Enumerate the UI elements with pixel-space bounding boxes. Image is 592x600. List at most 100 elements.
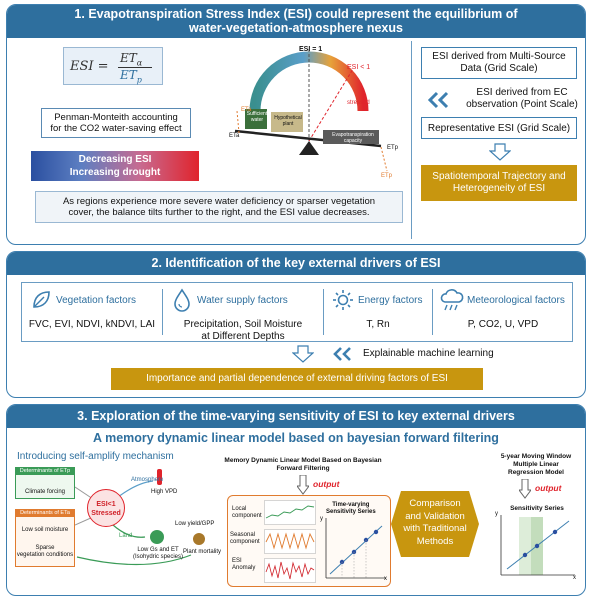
factor-values: FVC, EVI, NDVI, kNDVI, LAI <box>28 319 156 330</box>
label-evap-capacity: Evapotranspiration capacity <box>332 132 374 144</box>
cloud-rain-icon <box>440 289 464 311</box>
drought-gradient-bar: Decreasing ESI Increasing drought <box>31 151 199 181</box>
mdlm-subtitle: A memory dynamic linear model based on b… <box>93 431 499 445</box>
factor-divider <box>323 289 324 335</box>
factors-row: Vegetation factors FVC, EVI, NDVI, kNDVI… <box>21 282 573 342</box>
panel-key-drivers: 2. Identification of the key external dr… <box>6 251 586 398</box>
label-hypothetical-plant: Hypothetical plant <box>274 115 302 127</box>
explainable-ml-label: Explainable machine learning <box>363 348 494 359</box>
factor-name: Energy factors <box>358 295 423 306</box>
climate-forcing-label: Climate forcing <box>24 489 65 495</box>
low-yield-label: Low yield/GPP <box>175 521 215 527</box>
etp-arrow <box>380 146 388 172</box>
comparison-label: Comparison and Validation with Tradition… <box>403 498 467 547</box>
label-esi-eq1: ESI = 1 <box>299 46 323 53</box>
factor-name: Meteorological factors <box>467 295 565 306</box>
hypothetical-plant-block <box>271 112 303 132</box>
plant-mortality-label: Plant mortality <box>183 549 222 555</box>
feedback-arrow <box>76 554 192 566</box>
esi-balance-gauge <box>234 49 388 172</box>
mlr-sensitivity-plot <box>500 515 575 576</box>
atmosphere-label: Atmosphere <box>131 477 164 483</box>
ec-esi-label: ESI derived from EC observation (Point S… <box>466 87 578 110</box>
down-arrow-icon <box>489 143 511 161</box>
factor-values: P, CO2, U, VPD <box>467 319 539 330</box>
sun-icon <box>333 290 353 310</box>
panel-time-varying-sensitivity: 3. Exploration of the time-varying sensi… <box>6 404 586 596</box>
label-esi-lt1: ESI < 1 <box>347 64 371 71</box>
vpd-thermometer <box>157 469 162 485</box>
tv-fit-line <box>329 525 383 575</box>
evap-capacity-block <box>323 130 379 144</box>
comparison-arrow-shape <box>391 491 479 557</box>
formula-denominator: ETp <box>120 68 142 85</box>
tv-sensitivity-plot <box>325 518 386 579</box>
local-series <box>265 505 315 519</box>
penman-monteith-box: Penman-Monteith accounting for the CO2 w… <box>41 108 191 138</box>
land-arrow <box>112 524 146 538</box>
factor-divider <box>162 289 163 335</box>
down-arrow-icon <box>297 475 309 495</box>
importance-box: Importance and partial dependence of ext… <box>111 368 483 390</box>
mdlm-title: Memory Dynamic Linear Model Based on Bay… <box>224 457 382 472</box>
seasonal-series <box>265 532 315 550</box>
factor-name: Vegetation factors <box>56 295 137 306</box>
factor-values: Precipitation, Soil Moisture at Differen… <box>183 319 303 342</box>
low-soil-label: Low soil moisture <box>21 527 69 533</box>
sufficient-water-block <box>245 109 267 129</box>
section1-title: 1. Evapotranspiration Stress Index (ESI)… <box>7 5 585 38</box>
water-drop-icon <box>174 288 190 312</box>
section3-title: 3. Exploration of the time-varying sensi… <box>7 405 585 428</box>
mlr-axis-y: y <box>495 511 498 517</box>
plant-mortality-icon <box>193 533 205 545</box>
det-eta-box: Determinants of ETa Low soil moisture Sp… <box>15 509 75 567</box>
det-etp-box: Determinants of ETp Climate forcing <box>15 467 75 499</box>
down-arrow-icon <box>292 345 314 363</box>
double-chevron-icon <box>333 347 351 361</box>
factor-meteorological: Meteorological factors P, CO2, U, VPD <box>433 283 573 341</box>
label-eta-top: ETa <box>241 107 252 113</box>
label-etp-bottom: ETp <box>381 173 393 179</box>
esi-formula: ESI = ETα ETp <box>63 47 163 85</box>
eta-arrow <box>236 110 240 134</box>
formula-lhs: ESI = <box>70 59 109 74</box>
label-eta-left: ETa <box>229 133 240 139</box>
mlr-sensitivity-title: Sensitivity Series <box>510 505 564 512</box>
mlr-axis-x: x <box>573 575 576 581</box>
double-chevron-icon <box>427 91 449 109</box>
plant-icon <box>150 530 164 544</box>
output-label-right: output <box>535 483 562 493</box>
factor-values: T, Rn <box>366 319 390 330</box>
gauge-needle-tilted <box>308 68 354 142</box>
multi-source-esi-box: ESI derived from Multi-Source Data (Grid… <box>421 47 577 79</box>
factor-divider <box>432 289 433 335</box>
section1-divider <box>411 41 412 239</box>
leaf-icon <box>33 291 50 308</box>
mlr-title: 5-year Moving Window Multiple Linear Reg… <box>500 453 572 476</box>
sparse-veg-label: Sparse vegetation conditions <box>16 545 74 558</box>
trajectory-box: Spatiotemporal Trajectory and Heterogene… <box>421 165 577 201</box>
tv-axis-y: y <box>320 516 323 522</box>
down-arrow-icon <box>519 479 531 499</box>
land-label: Land <box>119 533 133 539</box>
tv-axis-x: x <box>384 576 387 582</box>
high-vpd-label: High VPD <box>151 489 178 495</box>
label-stressed: stressed <box>347 100 370 106</box>
component-sparklines <box>264 500 316 583</box>
balance-description-box: As regions experience more severe water … <box>35 191 403 223</box>
label-sufficient-water: Sufficient water <box>246 111 268 123</box>
panel-esi-equilibrium: 1. Evapotranspiration Stress Index (ESI)… <box>6 4 586 245</box>
section2-title: 2. Identification of the key external dr… <box>7 252 585 275</box>
anomaly-series <box>265 561 315 580</box>
representative-esi-box: Representative ESI (Grid Scale) <box>421 117 577 139</box>
stressed-circle: ESI<1 Stressed <box>87 489 125 527</box>
factor-vegetation: Vegetation factors FVC, EVI, NDVI, kNDVI… <box>22 283 162 341</box>
output-label-left: output <box>313 479 340 489</box>
low-gs-label: Low Gs and ET (Isohydric species) <box>133 547 184 560</box>
factor-water-supply: Water supply factors Precipitation, Soil… <box>163 283 323 342</box>
